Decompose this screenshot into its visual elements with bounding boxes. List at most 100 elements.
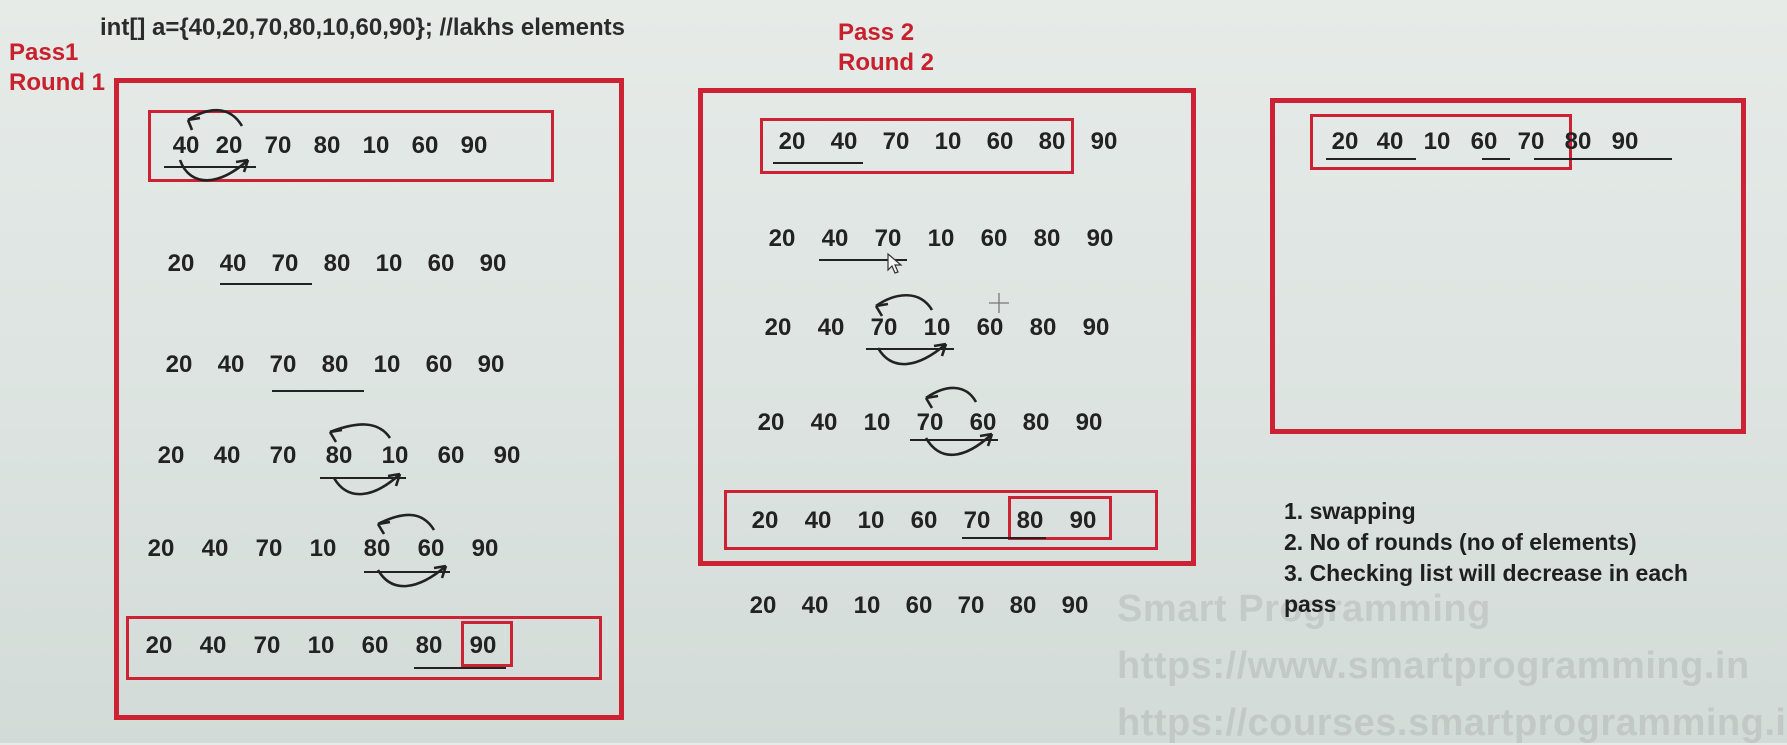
pass1-value: 10 xyxy=(375,250,403,277)
compare-underline xyxy=(962,537,1046,539)
pass1-final-row-box xyxy=(126,616,602,680)
pass1-value: 80 xyxy=(321,351,349,378)
compare-underline xyxy=(364,571,450,573)
code-line: int[] a={40,20,70,80,10,60,90}; //lakhs … xyxy=(100,14,625,41)
pass2-label: Pass 2 xyxy=(838,19,915,46)
pass2-value: 60 xyxy=(905,592,933,619)
pass1-value: 80 xyxy=(415,632,443,659)
pass2-value: 40 xyxy=(810,409,838,436)
pass3-value: 20 xyxy=(1331,128,1359,155)
pass1-value: 20 xyxy=(157,442,185,469)
pass2-value: 60 xyxy=(980,225,1008,252)
swap-arc-icon xyxy=(178,108,250,182)
pass1-value: 90 xyxy=(493,442,521,469)
pass2-value: 90 xyxy=(1069,507,1097,534)
pass1-value: 70 xyxy=(269,442,297,469)
pass2-value: 40 xyxy=(821,225,849,252)
pass2-value: 10 xyxy=(853,592,881,619)
pass1-round-label: Round 1 xyxy=(9,69,105,96)
pass2-value: 40 xyxy=(830,128,858,155)
pass1-value: 40 xyxy=(172,132,200,159)
pass1-value: 40 xyxy=(199,632,227,659)
pass3-value: 80 xyxy=(1564,128,1592,155)
pass1-value: 10 xyxy=(381,442,409,469)
pass2-value: 40 xyxy=(801,592,829,619)
notes-list: 1. swapping 2. No of rounds (no of eleme… xyxy=(1284,496,1688,620)
pass2-row: 20 40 70 10 60 80 90 xyxy=(771,128,1125,156)
pass2-value: 40 xyxy=(817,314,845,341)
pass1-value: 70 xyxy=(255,535,283,562)
pass1-value: 40 xyxy=(201,535,229,562)
watermark-brand: Smart Programming xyxy=(1117,588,1491,630)
pass2-value: 20 xyxy=(751,507,779,534)
pass1-value: 80 xyxy=(323,250,351,277)
watermark-url-main: https://www.smartprogramming.in xyxy=(1117,645,1750,687)
pass1-value: 20 xyxy=(145,632,173,659)
compare-underline xyxy=(1534,158,1672,160)
pass3-compare-box xyxy=(1310,114,1572,170)
compare-underline xyxy=(1482,158,1510,160)
pass2-value: 70 xyxy=(874,225,902,252)
pass2-value: 70 xyxy=(916,409,944,436)
pass2-value: 80 xyxy=(1038,128,1066,155)
pass2-value: 90 xyxy=(1082,314,1110,341)
pass1-value: 10 xyxy=(309,535,337,562)
pass1-value: 40 xyxy=(217,351,245,378)
pass2-top-box xyxy=(760,118,1074,174)
pass2-value: 10 xyxy=(863,409,891,436)
pass3-value: 70 xyxy=(1517,128,1545,155)
compare-underline xyxy=(320,477,406,479)
pass2-value: 70 xyxy=(870,314,898,341)
note-item: 1. swapping xyxy=(1284,498,1416,524)
pass2-value: 20 xyxy=(749,592,777,619)
pass3-value: 90 xyxy=(1611,128,1639,155)
pass1-value: 60 xyxy=(417,535,445,562)
swap-arc-icon xyxy=(328,423,402,496)
pass2-sorted-cell-box xyxy=(1008,496,1112,540)
pass2-value: 80 xyxy=(1033,225,1061,252)
pass1-value: 60 xyxy=(425,351,453,378)
pass2-value: 20 xyxy=(778,128,806,155)
pass2-value: 60 xyxy=(910,507,938,534)
note-item: 2. No of rounds (no of elements) xyxy=(1284,529,1637,555)
compare-underline xyxy=(414,667,506,669)
pass1-value: 90 xyxy=(469,632,497,659)
pass3-value: 40 xyxy=(1376,128,1404,155)
pass2-value: 90 xyxy=(1090,128,1118,155)
pass2-value: 60 xyxy=(976,314,1004,341)
pass1-value: 40 xyxy=(213,442,241,469)
pass2-value: 20 xyxy=(768,225,796,252)
pass2-value: 90 xyxy=(1075,409,1103,436)
pass1-label: Pass1 xyxy=(9,39,79,66)
watermark-url-courses: https://courses.smartprogramming.in xyxy=(1117,702,1787,744)
pass2-value: 10 xyxy=(934,128,962,155)
pass2-value: 80 xyxy=(1029,314,1057,341)
pass2-value: 70 xyxy=(882,128,910,155)
pass2-final-row-box xyxy=(724,490,1158,550)
pass1-value: 90 xyxy=(479,250,507,277)
pass1-value: 20 xyxy=(147,535,175,562)
pass3-box xyxy=(1270,98,1746,434)
pass1-sorted-cell-box xyxy=(461,621,513,667)
pass2-value: 80 xyxy=(1009,592,1037,619)
pass1-value: 80 xyxy=(363,535,391,562)
pass1-value: 10 xyxy=(307,632,335,659)
pass1-box xyxy=(114,78,624,720)
swap-arc-icon xyxy=(874,294,948,366)
pass1-value: 20 xyxy=(167,250,195,277)
pass2-value: 10 xyxy=(927,225,955,252)
note-item: pass xyxy=(1284,591,1337,617)
compare-underline xyxy=(910,439,998,441)
pass2-value: 40 xyxy=(804,507,832,534)
pass2-value: 60 xyxy=(986,128,1014,155)
